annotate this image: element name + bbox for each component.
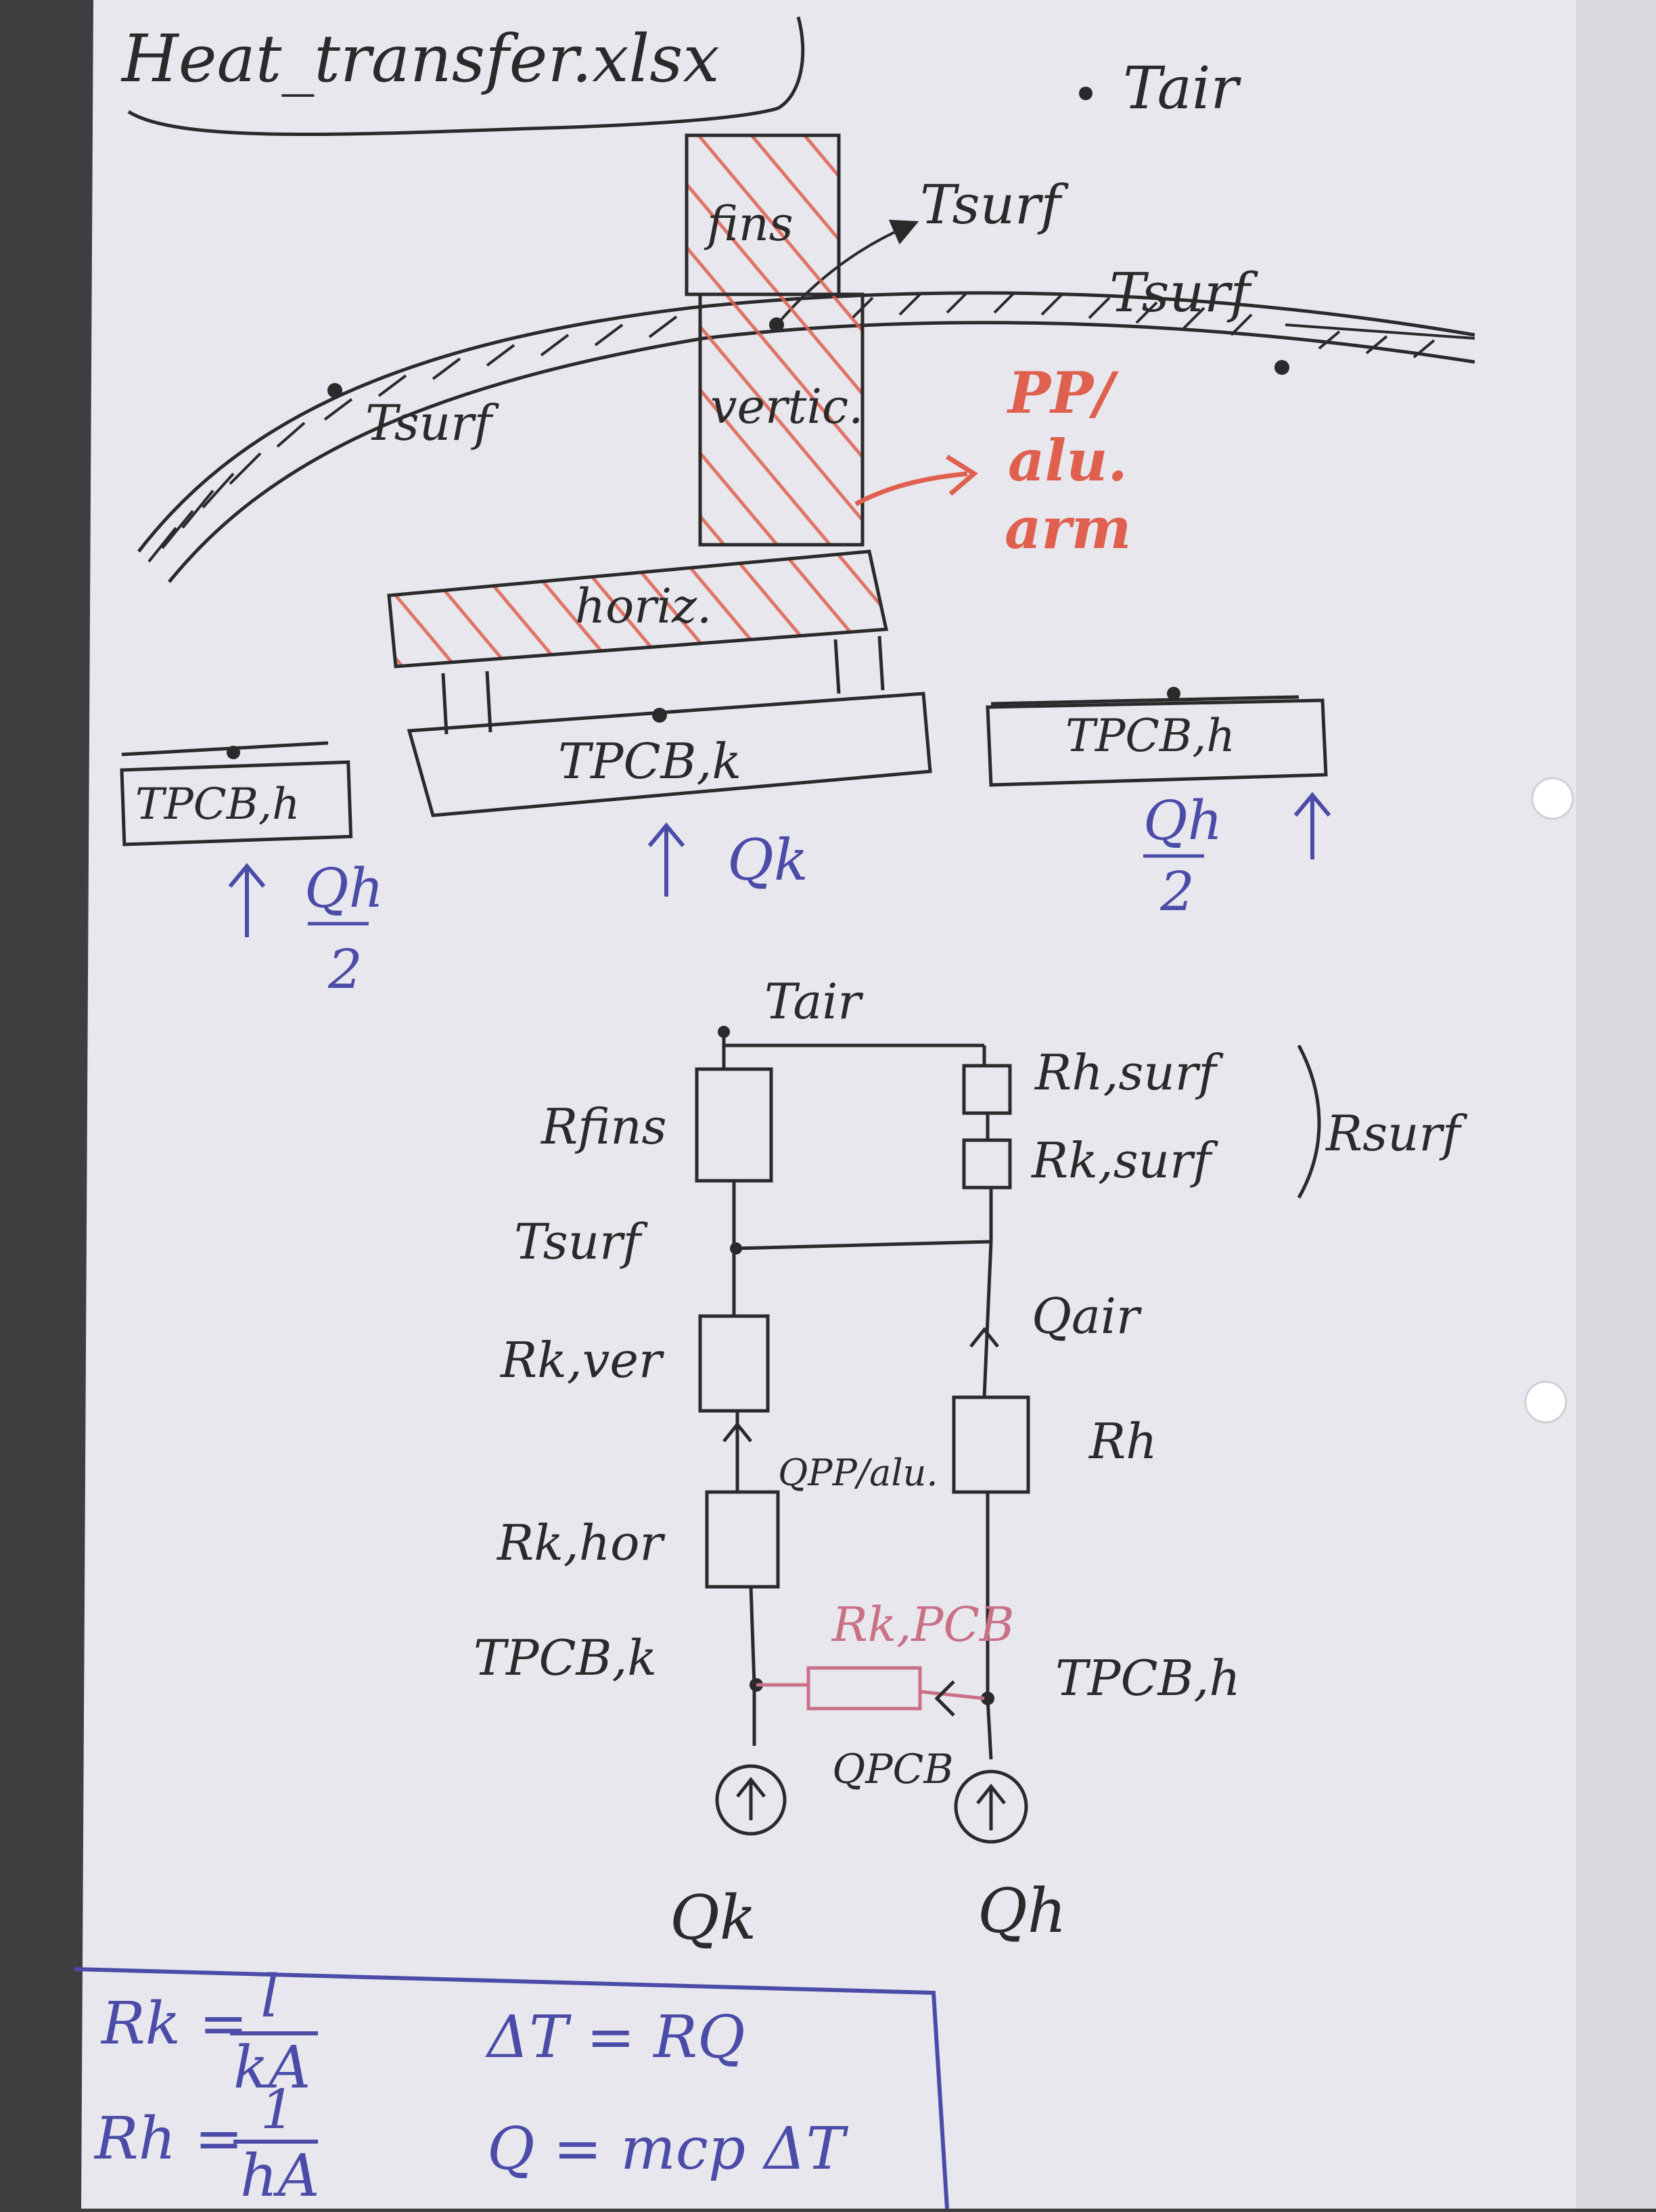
circuit-t-surf: Tsurf xyxy=(514,1213,649,1270)
punch-hole-top xyxy=(1531,777,1574,820)
sketch-t-pcb-right: TPCB,h xyxy=(1065,710,1235,762)
title-block: Heat_transfer.xlsx xyxy=(120,16,805,137)
heat-source-qk xyxy=(715,1764,787,1836)
circuit-r-k-surf: Rk,surf xyxy=(1030,1132,1218,1189)
circuit-r-surf: Rsurf xyxy=(1325,1105,1468,1162)
formula-rh-den: hA xyxy=(240,2142,320,2209)
sketch-material-3: arm xyxy=(1005,495,1132,562)
page-title: Heat_transfer.xlsx xyxy=(120,21,720,97)
sketch-qh-left: Qh xyxy=(304,857,384,920)
formula-rh-lhs: Rh = xyxy=(93,2105,244,2173)
sketch-vertic: vertic. xyxy=(710,379,863,434)
formula-rk-den: kA xyxy=(233,2034,310,2102)
circuit-t-pcb-h: TPCB,h xyxy=(1055,1650,1241,1707)
resistor-r-k-hor xyxy=(705,1490,780,1589)
formula-delta-t: ΔT = RQ xyxy=(485,2004,745,2071)
formula-rh-num: 1 xyxy=(260,2078,295,2141)
resistor-r-h xyxy=(952,1395,1030,1494)
formula-box: Rk = l kA Rh = 1 hA ΔT = RQ Q = mcp ΔT xyxy=(74,1963,949,2210)
formula-rk-num: l xyxy=(260,1963,279,2031)
paper-sheet xyxy=(81,0,1656,2209)
circuit-q-air: Qair xyxy=(1032,1288,1142,1345)
pcb-left: TPCB,h xyxy=(120,741,353,847)
thermal-circuit xyxy=(695,1032,1321,1844)
sketch-material-2: alu. xyxy=(1008,427,1128,494)
sketch-qh-right-den: 2 xyxy=(1159,860,1195,923)
sketch-t-pcb-center: TPCB,k xyxy=(558,733,741,790)
sketch-qh-right: Qh xyxy=(1143,789,1222,852)
circuit-q-pp-alu: QPP/alu. xyxy=(778,1451,938,1494)
circuit-r-k-pcb: Rk,PCB xyxy=(831,1597,1014,1652)
arm-assembly: fins vertic. horiz. xyxy=(387,133,889,735)
circuit-r-h: Rh xyxy=(1088,1413,1157,1470)
circuit-t-air: Tair xyxy=(764,973,863,1030)
sketch-t-surf-arrow: Tsurf xyxy=(920,173,1069,236)
sketch-horiz: horiz. xyxy=(575,579,712,634)
heat-source-qh xyxy=(954,1769,1028,1844)
sketch-qh-left-den: 2 xyxy=(327,938,363,1001)
pcb-right: TPCB,h xyxy=(986,687,1328,787)
circuit-r-fins: Rfins xyxy=(540,1098,667,1155)
heat-flow-arrows xyxy=(228,792,1331,937)
circuit-r-h-surf: Rh,surf xyxy=(1034,1044,1224,1101)
sketch-t-pcb-left: TPCB,h xyxy=(135,780,300,830)
circuit-t-pcb-k: TPCB,k xyxy=(474,1629,657,1686)
circuit-q-pcb: QPCB xyxy=(832,1746,954,1793)
circuit-r-k-hor: Rk,hor xyxy=(496,1514,665,1571)
circuit-q-k: Qk xyxy=(670,1882,756,1954)
resistor-r-k-surf xyxy=(962,1138,1012,1190)
sketch-t-surf-right: Tsurf xyxy=(1109,261,1258,324)
formula-q-eq: Q = mcp ΔT xyxy=(487,2115,848,2183)
sketch-fins: fins xyxy=(704,196,794,252)
resistor-r-k-pcb xyxy=(756,1666,985,1711)
sketch-qk-center: Qk xyxy=(727,827,808,893)
circuit-r-k-ver: Rk,ver xyxy=(499,1332,664,1389)
circuit-q-h: Qh xyxy=(978,1876,1067,1947)
sketch-material-1: PP/ xyxy=(1007,359,1119,426)
pcb-center: TPCB,k xyxy=(407,692,932,817)
sketch-t-surf-left: Tsurf xyxy=(365,394,500,451)
resistor-r-k-ver xyxy=(698,1314,770,1413)
formula-rk-lhs: Rk = xyxy=(100,1990,248,2058)
sketch-t-air: Tair xyxy=(1123,55,1241,122)
punch-hole-bottom xyxy=(1524,1380,1567,1424)
